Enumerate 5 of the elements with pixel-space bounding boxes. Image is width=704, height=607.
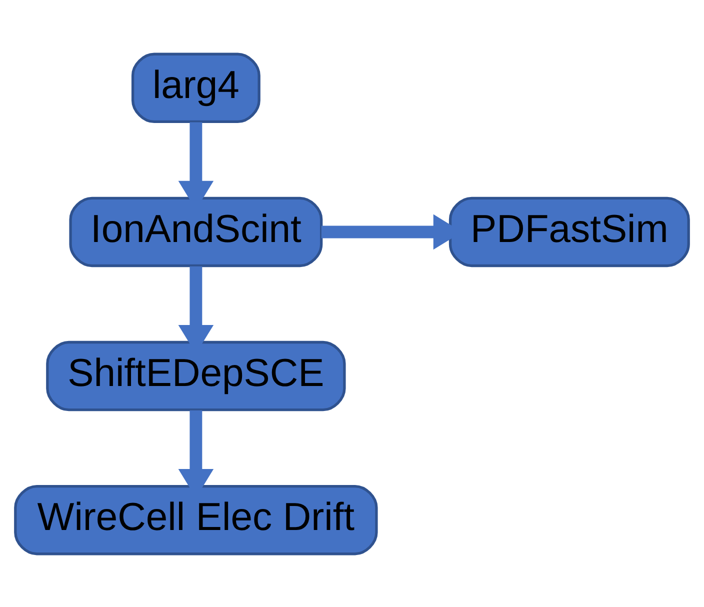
node-box: IonAndScint (69, 196, 323, 267)
node-box: larg4 (131, 52, 260, 123)
node-box: WireCell Elec Drift (14, 484, 378, 555)
node-box: ShiftEDepSCE (46, 340, 346, 411)
node-box: PDFastSim (448, 196, 690, 267)
